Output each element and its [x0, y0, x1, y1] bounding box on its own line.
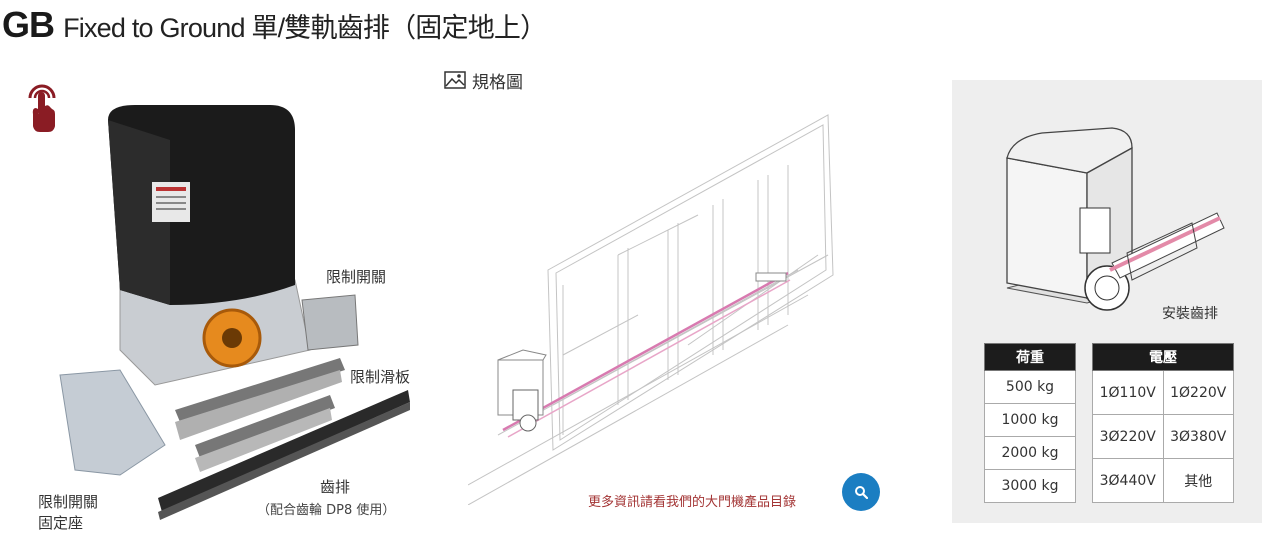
voltage-cell: 3Ø440V: [1092, 458, 1164, 503]
load-cell: 2000 kg: [984, 436, 1076, 470]
product-image: [40, 100, 440, 530]
load-cell: 3000 kg: [984, 469, 1076, 503]
image-icon: [444, 71, 466, 89]
search-icon: [855, 486, 868, 499]
spec-drawing-link[interactable]: 規格圖: [444, 68, 523, 93]
page-title: GB Fixed to Ground 單/雙軌齒排（固定地上）: [2, 4, 547, 50]
gate-installation-drawing: [467, 105, 868, 506]
spec-link-label: 規格圖: [472, 72, 523, 93]
load-table: 荷重 500 kg 1000 kg 2000 kg 3000 kg: [984, 343, 1076, 503]
install-panel: 安裝齒排 荷重 500 kg 1000 kg 2000 kg 3000 kg 電…: [952, 80, 1262, 523]
voltage-cell: 3Ø380V: [1162, 414, 1234, 459]
label-gear-rack: 齒排: [320, 478, 351, 496]
search-button[interactable]: [842, 473, 880, 511]
voltage-cell: 1Ø220V: [1162, 370, 1234, 415]
voltage-cell: 其他: [1162, 458, 1234, 503]
install-label: 安裝齒排: [1162, 306, 1218, 322]
model-code: GB: [2, 4, 55, 45]
label-limit-switch: 限制開關: [326, 268, 387, 286]
install-diagram: [1006, 127, 1225, 311]
load-cell: 1000 kg: [984, 403, 1076, 437]
voltage-table: 電壓 1Ø110V 1Ø220V 3Ø220V 3Ø380V 3Ø440V 其他: [1092, 343, 1234, 503]
load-cell: 500 kg: [984, 370, 1076, 404]
load-header: 荷重: [984, 343, 1076, 371]
label-limit-slide: 限制滑板: [350, 368, 411, 386]
label-bracket-line2: 固定座: [38, 514, 84, 532]
label-gear-rack-note: （配合齒輪 DP8 使用）: [257, 503, 396, 518]
catalog-link[interactable]: 更多資訊請看我們的大門機產品目錄: [588, 495, 797, 510]
voltage-cell: 1Ø110V: [1092, 370, 1164, 415]
touch-hand-icon[interactable]: [24, 76, 60, 132]
label-bracket-line1: 限制開關: [38, 493, 99, 511]
model-name: Fixed to Ground 單/雙軌齒排（固定地上）: [63, 13, 547, 43]
voltage-cell: 3Ø220V: [1092, 414, 1164, 459]
voltage-header: 電壓: [1092, 343, 1234, 371]
